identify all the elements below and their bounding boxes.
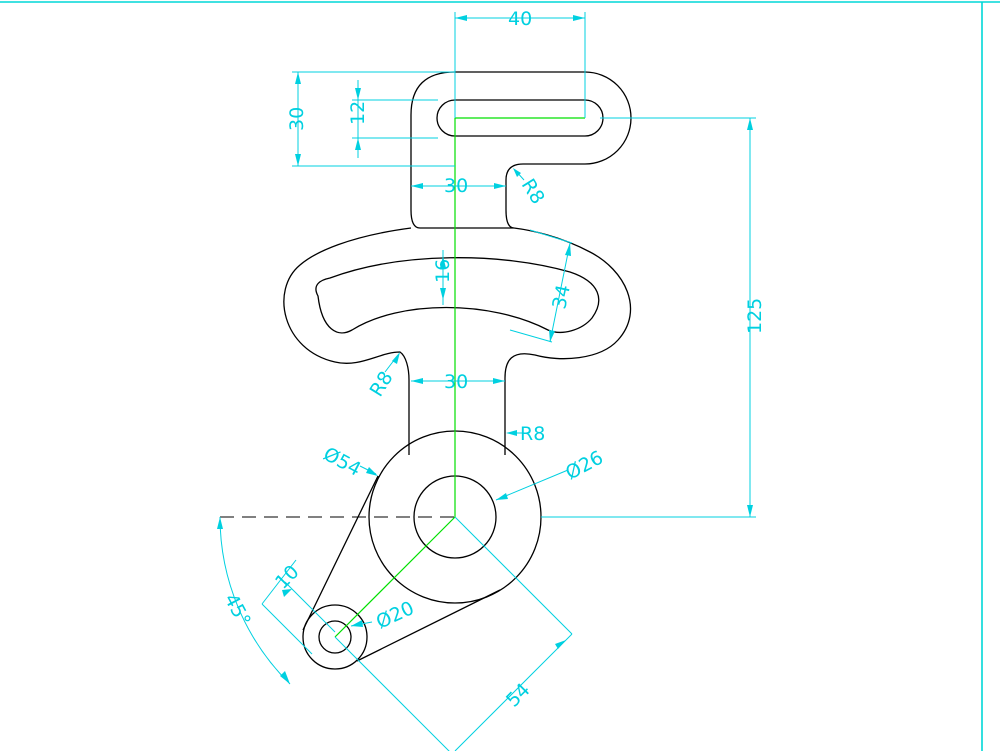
dim-radius-top: R8 (517, 175, 549, 208)
dim-length-54: 54 (502, 679, 535, 712)
lug-inner-circle (318, 620, 352, 654)
dim-diameter-26: Ø26 (562, 447, 607, 485)
lug-centerline (334, 516, 456, 638)
dim-lug-10: 10 (271, 561, 304, 594)
dim-arc-slot-16: 16 (432, 259, 454, 283)
lug-tangent-right (356, 589, 501, 662)
arc-slot-outer (283, 227, 632, 455)
lug-outer-circle (302, 604, 368, 670)
center-lines (334, 117, 585, 638)
top-slot-inner (436, 99, 604, 137)
lug-tangent-left (302, 475, 379, 631)
dim-radius-right: R8 (520, 423, 545, 445)
dimension-lines (217, 12, 756, 751)
dim-radius-left: R8 (366, 368, 398, 401)
dim-neck-bottom-30: 30 (444, 371, 468, 393)
dim-slot-12: 12 (347, 101, 369, 125)
dim-arc-width-34: 34 (548, 283, 575, 311)
dim-diameter-54: Ø54 (320, 443, 365, 481)
dim-neck-top-30: 30 (444, 175, 468, 197)
dimension-labels: 40 30 12 30 R8 16 34 R8 30 R8 Ø54 Ø26 12… (220, 8, 766, 712)
dim-diameter-20: Ø20 (373, 597, 418, 633)
arc-slot-inner (315, 257, 600, 334)
top-slot-outer (410, 71, 632, 229)
dim-length-125: 125 (744, 298, 766, 334)
part-outline (220, 71, 632, 670)
dim-width-40: 40 (508, 8, 532, 30)
dim-height-30: 30 (286, 107, 308, 131)
dim-angle-45: 45° (220, 590, 255, 630)
